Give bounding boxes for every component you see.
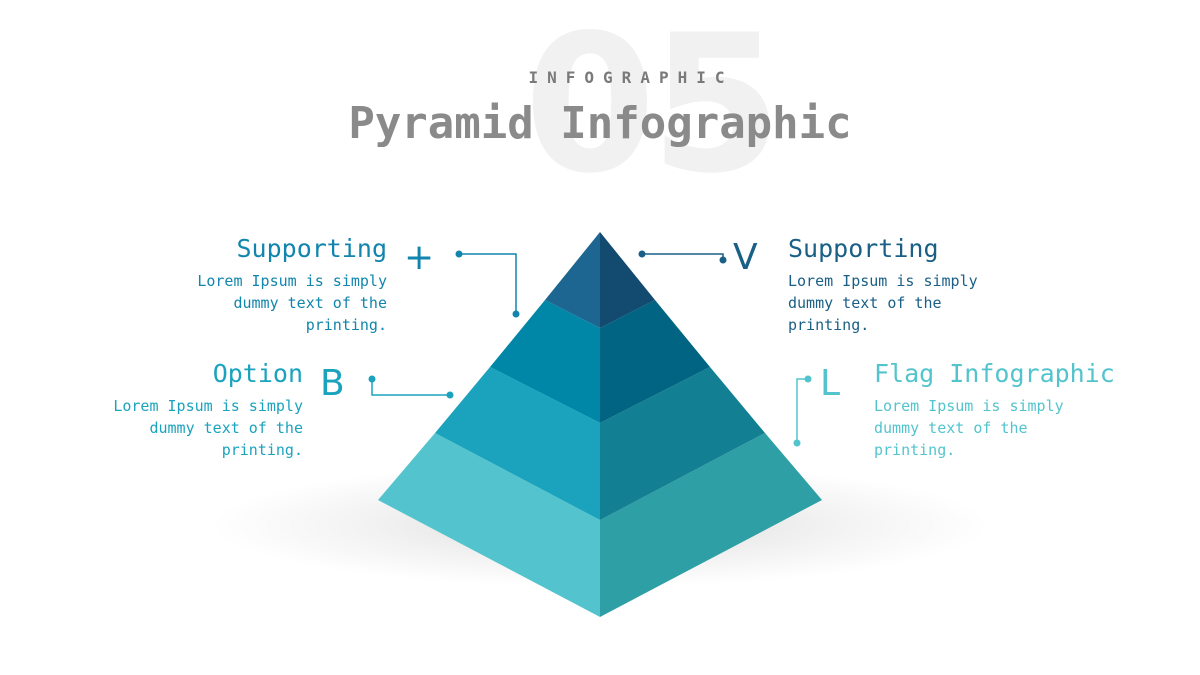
pyramid-tier-3-left-face bbox=[435, 367, 600, 520]
text-block-supporting-left: Supporting Lorem Ipsum is simply dummy t… bbox=[168, 234, 387, 336]
marker-b: B bbox=[320, 363, 345, 404]
text-block-supporting-right: Supporting Lorem Ipsum is simply dummy t… bbox=[788, 234, 1018, 336]
text-block-option: Option Lorem Ipsum is simply dummy text … bbox=[84, 359, 303, 461]
pyramid-tier-1-left-face bbox=[545, 232, 600, 328]
body-line: dummy text of the bbox=[233, 294, 387, 312]
body-line: Lorem Ipsum is simply bbox=[197, 272, 387, 290]
text-block-flag: Flag Infographic Lorem Ipsum is simply d… bbox=[874, 359, 1174, 461]
pyramid-tier-4-left-face bbox=[378, 433, 600, 617]
body-line: dummy text of the bbox=[874, 419, 1028, 437]
body-line: Lorem Ipsum is simply bbox=[874, 397, 1064, 415]
pyramid-tier-3-right-face bbox=[600, 367, 765, 520]
heading-option: Option bbox=[212, 359, 303, 388]
body-line: Lorem Ipsum is simply bbox=[113, 397, 303, 415]
body-line: dummy text of the bbox=[149, 419, 303, 437]
marker-l: L bbox=[820, 363, 841, 404]
heading-flag: Flag Infographic bbox=[874, 359, 1115, 388]
body-line: Lorem Ipsum is simply bbox=[788, 272, 978, 290]
heading-supporting-right: Supporting bbox=[788, 234, 939, 263]
connector-supporting-left bbox=[455, 250, 520, 318]
marker-plus: + bbox=[404, 237, 435, 278]
connector-option bbox=[368, 375, 454, 399]
body-option: Lorem Ipsum is simply dummy text of the … bbox=[84, 395, 303, 461]
background-number: 05 bbox=[523, 0, 782, 215]
body-line: dummy text of the bbox=[788, 294, 942, 312]
page-title: Pyramid Infographic bbox=[348, 98, 852, 149]
body-line: printing. bbox=[788, 316, 870, 334]
body-flag: Lorem Ipsum is simply dummy text of the … bbox=[874, 395, 1174, 461]
body-supporting-right: Lorem Ipsum is simply dummy text of the … bbox=[788, 270, 1018, 336]
body-line: printing. bbox=[305, 316, 387, 334]
body-line: printing. bbox=[874, 441, 956, 459]
connector-flag bbox=[793, 375, 812, 447]
marker-v: V bbox=[733, 237, 758, 278]
pyramid-tier-2-left-face bbox=[490, 300, 600, 423]
pyramid-tier-1-right-face bbox=[600, 232, 655, 328]
pyramid-tier-2-right-face bbox=[600, 300, 710, 423]
eyebrow-label: INFOGRAPHIC bbox=[528, 68, 734, 87]
body-supporting-left: Lorem Ipsum is simply dummy text of the … bbox=[168, 270, 387, 336]
heading-supporting-left: Supporting bbox=[236, 234, 387, 263]
body-line: printing. bbox=[221, 441, 303, 459]
connector-supporting-right bbox=[638, 250, 727, 264]
pyramid-tier-4-right-face bbox=[600, 433, 822, 617]
